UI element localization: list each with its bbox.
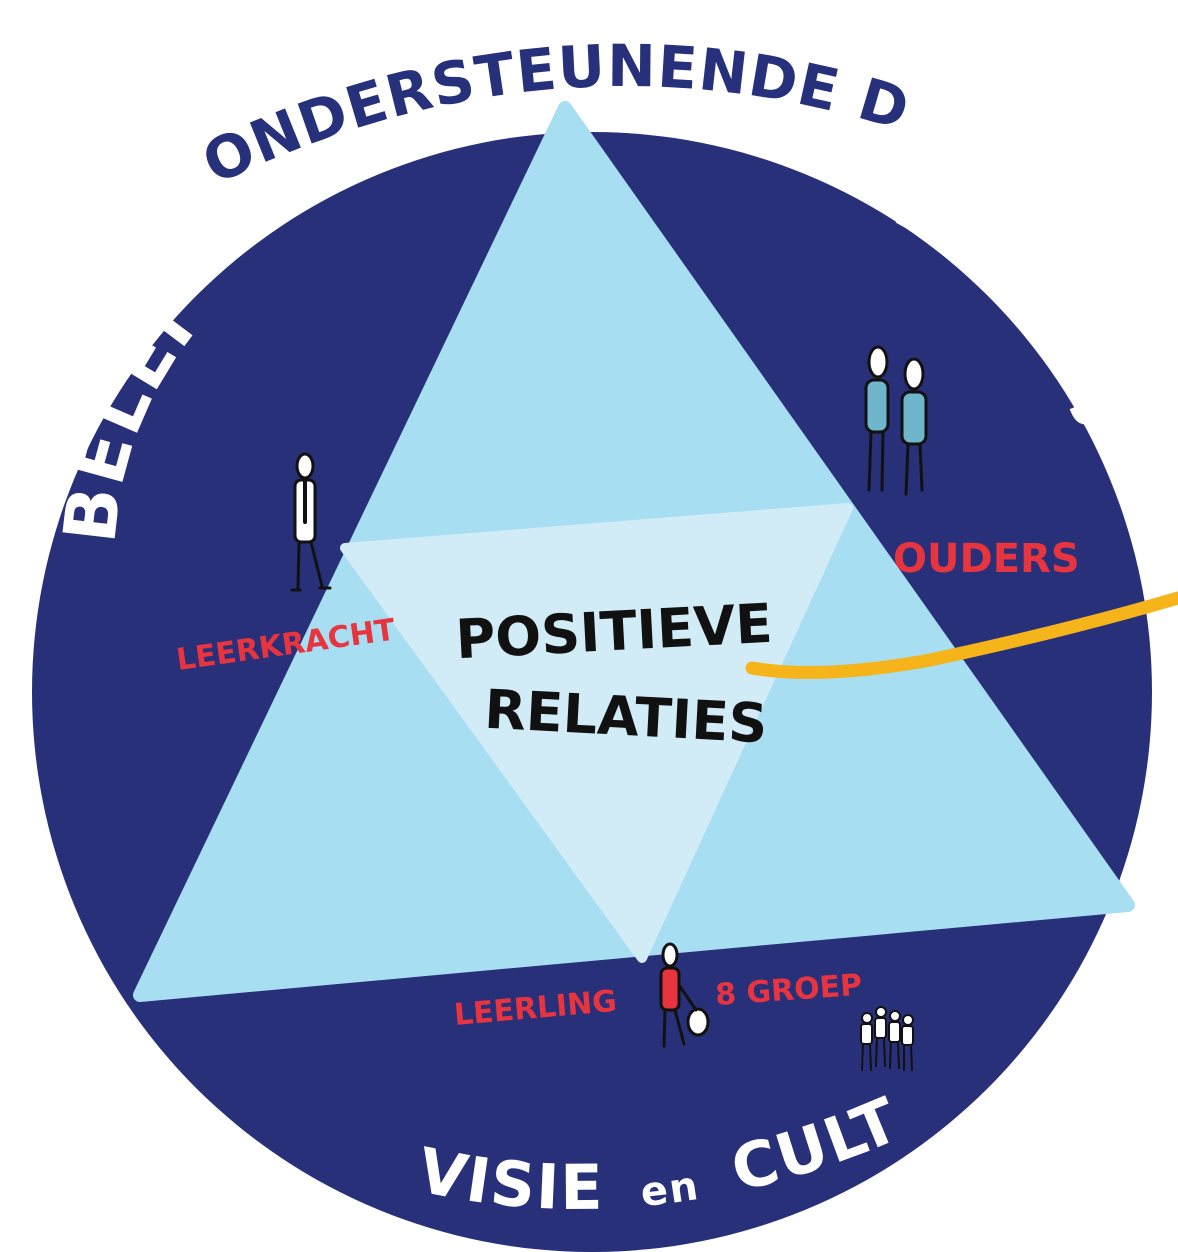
role-ouders: OUDERS [893,536,1080,582]
student-with-bag-icon [659,942,710,1048]
inner-triangle [340,503,853,963]
group-of-children-icon [860,1006,914,1071]
two-people-icon [864,345,928,496]
label-en: en [638,1163,703,1216]
center-text-line2: RELATIES [483,678,769,756]
person-with-tie-icon [290,452,332,592]
accent-line [745,591,1178,679]
